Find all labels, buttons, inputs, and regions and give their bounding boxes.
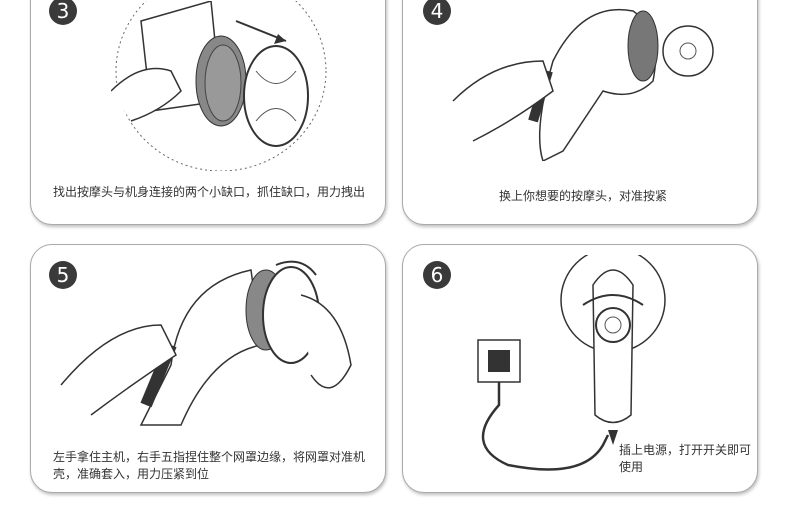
step-number-badge: 4 [423,0,451,25]
install-cover-illustration [60,260,352,426]
step-6-panel: 6 插上电源，打开开关即可使用 [402,244,758,493]
step-number-badge: 3 [49,0,77,25]
step-caption: 找出按摩头与机身连接的两个小缺口，抓住缺口，用力拽出 [53,185,366,199]
step-number-badge: 6 [423,261,451,289]
step-3-panel: 3 找出按摩头与机身连接的两个小缺口，抓住缺口，用力拽出 [30,0,386,225]
attach-head-illustration [452,8,714,161]
step-5-panel: 5 左手拿住主机，右手五指捏住整个网罩边缘，将网罩对准机壳，准确套入，用力压紧到… [30,244,386,493]
step-4-panel: 4 换上你想要的按摩头，对准按紧 [402,0,758,225]
step-caption: 换上你想要的按摩头，对准按紧 [499,189,668,203]
step-caption: 左手拿住主机，右手五指捏住整个网罩边缘，将网罩对准机壳，准确套入，用力压紧到位 [53,450,366,481]
remove-head-illustration [111,1,327,171]
plug-in-illustration [477,255,666,471]
step-number-badge: 5 [49,261,77,289]
step-caption: 插上电源，打开开关即可使用 [619,443,752,474]
